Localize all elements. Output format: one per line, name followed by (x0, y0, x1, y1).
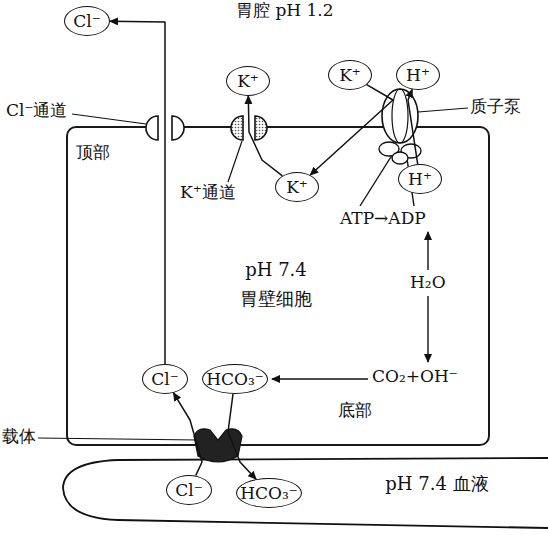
text-label: 胃腔 pH 1.2 (236, 0, 334, 20)
k-channel-half (255, 116, 267, 140)
transport-arrow (248, 96, 282, 176)
blood-label: pH 7.4 血液 (372, 470, 502, 499)
proton-pump-inner (392, 89, 408, 143)
ion-label: Cl⁻ (175, 482, 202, 499)
text-label: 底部 (338, 400, 372, 420)
blood-vessel-wall (63, 458, 548, 528)
ion-circle: HCO₃⁻ (202, 364, 268, 394)
text-label: 质子泵 (470, 96, 521, 116)
text-label: Cl⁻通道 (6, 100, 67, 120)
transport-arrow (228, 394, 256, 479)
ion-label: K⁺ (286, 179, 308, 196)
ion-label: K⁺ (339, 67, 361, 84)
k-channel-half (231, 116, 243, 140)
ion-label: H⁺ (408, 171, 432, 188)
reaction-arrow (427, 296, 428, 362)
ion-circle: HCO₃⁻ (236, 478, 302, 508)
ion-circle: K⁺ (328, 60, 372, 90)
text-label: CO₂+OH⁻ (372, 366, 458, 386)
ion-circle: Cl⁻ (142, 364, 188, 394)
ion-circle: Cl⁻ (64, 6, 110, 36)
cl-channel-half (146, 116, 158, 140)
pump-line (360, 152, 394, 206)
ion-circle: K⁺ (275, 172, 319, 202)
ion-label: K⁺ (237, 73, 259, 90)
reaction-arrow (427, 232, 428, 270)
transport-arrow (408, 90, 418, 165)
ion-label: Cl⁻ (151, 371, 178, 388)
leader-line (72, 114, 146, 124)
reaction-arrow (272, 378, 368, 379)
blood-vessel: pH 7.4 血液 Cl⁻ HCO₃⁻ (58, 452, 548, 535)
cl-channel-half (172, 116, 184, 140)
cell-label: pH 7.4 胃壁细胞 (236, 256, 316, 314)
ion-label: HCO₃⁻ (206, 371, 264, 388)
text-label: 载体 (2, 426, 36, 446)
ion-circle: H⁺ (396, 60, 440, 90)
ion-label: H⁺ (406, 67, 430, 84)
leader-line (38, 438, 198, 440)
text-label: 顶部 (76, 142, 110, 162)
transport-arrow (310, 85, 393, 175)
text-label: K⁺通道 (180, 182, 236, 202)
text-label: H₂O (410, 272, 446, 292)
ion-circle: H⁺ (398, 164, 442, 194)
transport-arrow (174, 393, 203, 476)
transport-arrow (110, 21, 165, 364)
text-label: ATP→ADP (340, 208, 426, 228)
leader-line (418, 108, 468, 112)
ion-label: Cl⁻ (73, 13, 100, 30)
leader-line (228, 141, 242, 182)
ion-circle: K⁺ (226, 66, 270, 96)
pump-lobe (392, 152, 408, 164)
ion-circle: Cl⁻ (166, 475, 212, 505)
ion-label: HCO₃⁻ (240, 485, 298, 502)
